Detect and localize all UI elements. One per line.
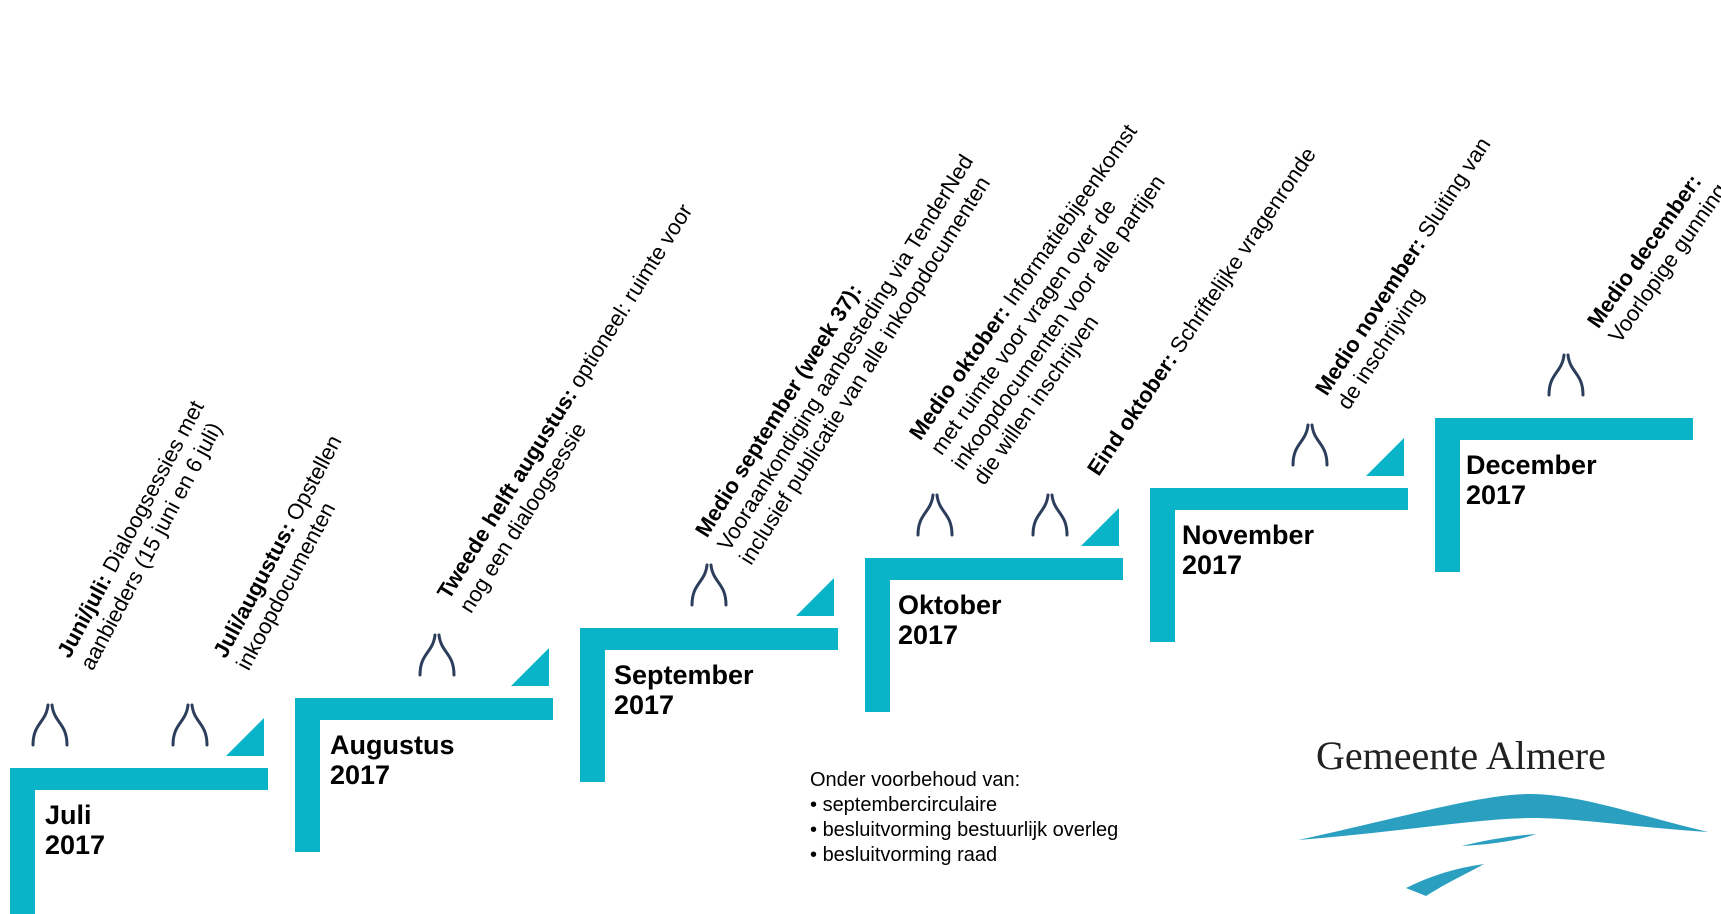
- step-label-oktober: Oktober 2017: [898, 590, 1002, 650]
- milestone-tweede-helft-augustus-icon: [418, 633, 456, 677]
- step-year: 2017: [1466, 480, 1527, 510]
- step-month: Juli: [45, 800, 92, 830]
- step-corner-september: [796, 578, 834, 616]
- milestone-eind-oktober-icon: [1031, 493, 1069, 537]
- logo-wave-bottom: [1406, 864, 1484, 896]
- logo-wave-icon: [1298, 794, 1708, 896]
- step-label-november: November 2017: [1182, 520, 1314, 580]
- step-month: November: [1182, 520, 1315, 550]
- step-year: 2017: [898, 620, 959, 650]
- step-post-augustus: [295, 698, 320, 852]
- milestone-medio-december-icon: [1547, 353, 1585, 397]
- step-label-december: December 2017: [1466, 450, 1597, 510]
- logo-wave-middle: [1462, 834, 1536, 846]
- step-label-augustus: Augustus 2017: [330, 730, 455, 790]
- milestone-medio-november-icon: [1291, 423, 1329, 467]
- step-post-september: [580, 628, 605, 782]
- logo-name: Gemeente Almere: [1316, 733, 1606, 778]
- step-month: Oktober: [898, 590, 1002, 620]
- milestone-medio-september-icon: [690, 563, 728, 607]
- milestone-juni-juli-icon: [31, 703, 69, 747]
- step-post-oktober: [865, 558, 890, 712]
- step-label-september: September 2017: [614, 660, 754, 720]
- step-post-november: [1150, 488, 1175, 642]
- step-year: 2017: [45, 830, 106, 860]
- step-month: September: [614, 660, 754, 690]
- disclaimer-item: besluitvorming raad: [810, 843, 1118, 868]
- step-month: December: [1466, 450, 1597, 480]
- milestone-medio-oktober-icon: [916, 493, 954, 537]
- step-corner-augustus: [511, 648, 549, 686]
- step-year: 2017: [614, 690, 675, 720]
- step-post-juli: [10, 768, 35, 914]
- step-corner-november: [1366, 438, 1404, 476]
- step-bar-oktober: [865, 558, 1123, 580]
- step-corner-oktober: [1081, 508, 1119, 546]
- disclaimer-item: besluitvorming bestuurlijk overleg: [810, 818, 1119, 843]
- gemeente-almere-logo: Gemeente Almere: [1280, 728, 1710, 908]
- disclaimer-list: septembercirculaire besluitvorming bestu…: [810, 793, 1119, 868]
- disclaimer-title: Onder voorbehoud van:: [810, 769, 1021, 791]
- logo-wave-top: [1298, 794, 1708, 840]
- step-bar-december: [1435, 418, 1693, 440]
- disclaimer-note: Onder voorbehoud van: septembercirculair…: [810, 768, 1118, 868]
- disclaimer-item: septembercirculaire: [810, 793, 1118, 818]
- step-label-juli: Juli 2017: [45, 800, 105, 860]
- step-year: 2017: [330, 760, 391, 790]
- step-bar-november: [1150, 488, 1408, 510]
- step-bar-juli: [10, 768, 268, 790]
- step-post-december: [1435, 418, 1460, 572]
- step-month: Augustus: [330, 730, 455, 760]
- step-bar-augustus: [295, 698, 553, 720]
- milestone-juli-augustus-icon: [171, 703, 209, 747]
- step-bar-september: [580, 628, 838, 650]
- step-corner-juli: [226, 718, 264, 756]
- step-year: 2017: [1182, 550, 1243, 580]
